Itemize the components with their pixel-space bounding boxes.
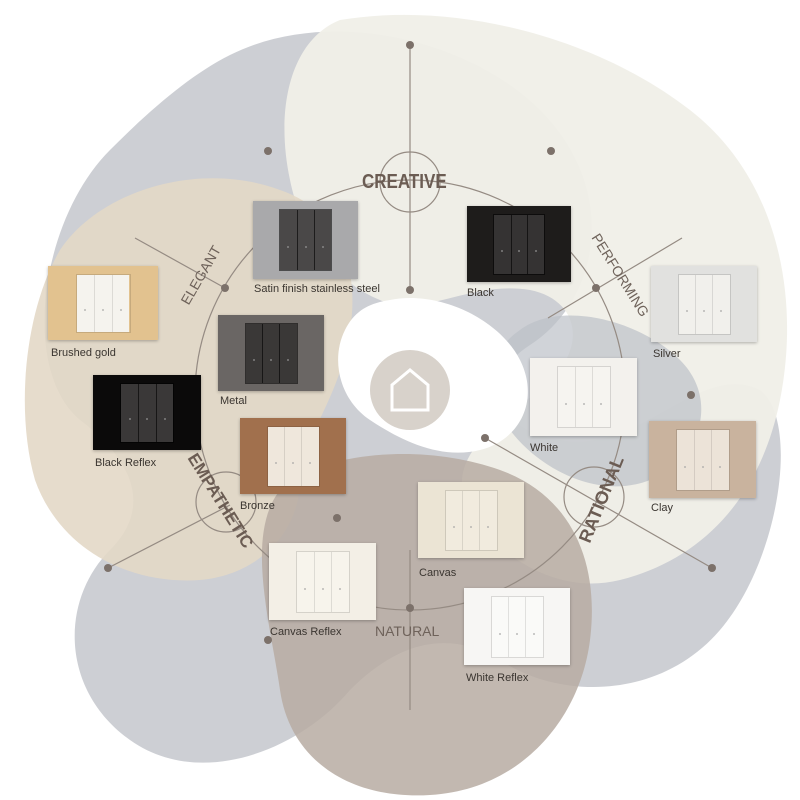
switch-rocker[interactable] [491,596,509,657]
switch-rocker[interactable] [693,429,712,490]
spoke-right [484,437,713,569]
switch-rocker[interactable] [712,274,730,334]
category-natural: NATURAL [375,623,440,639]
switch-rocker[interactable] [462,490,480,550]
switch-rocker[interactable] [525,596,543,657]
category-creative: CREATIVE [362,171,447,193]
finish-label: White [530,442,559,454]
switch-plate[interactable] [93,375,201,450]
switch-rocker[interactable] [445,490,463,550]
switch-rocker[interactable] [479,490,497,550]
switch-rocker[interactable] [121,383,139,442]
switch-plate[interactable] [48,266,158,340]
finish-label: Brushed gold [51,347,116,359]
switch-rocker[interactable] [245,323,263,383]
switch-rocker[interactable] [279,323,297,383]
finish-label: Black Reflex [95,457,157,469]
rocker-group [675,428,730,491]
badge-creative [379,151,441,213]
switch-plate[interactable] [530,358,637,436]
node-dots [104,41,716,644]
rocker-group [266,425,320,487]
switch-rocker[interactable] [527,214,545,274]
switch-rocker[interactable] [313,210,331,270]
rocker-group [120,382,174,443]
switch-plate[interactable] [253,201,358,279]
spoke-elegant [134,237,226,289]
switch-rocker[interactable] [138,383,156,442]
rocker-group [493,213,545,275]
rocker-group [279,209,332,271]
switch-rocker[interactable] [94,274,112,332]
finish-label: White Reflex [466,672,529,684]
switch-plate[interactable] [269,543,376,620]
rocker-group [295,550,350,613]
spoke-left [107,504,231,569]
switch-plate[interactable] [218,315,324,391]
switch-rocker[interactable] [284,426,302,486]
rocker-group [556,366,611,428]
house-icon [390,368,430,412]
finish-label: Metal [220,395,247,407]
switch-rocker[interactable] [301,426,319,486]
rocker-group [677,273,731,335]
switch-plate[interactable] [467,206,571,282]
center-circle [370,350,450,430]
switch-rocker[interactable] [510,214,528,274]
switch-rocker[interactable] [267,426,285,486]
switch-plate[interactable] [418,482,524,558]
switch-plate[interactable] [649,421,756,498]
switch-rocker[interactable] [711,429,729,490]
badge-rational [563,466,625,528]
finish-label: Black [467,287,494,299]
rocker-group [444,489,498,551]
switch-rocker[interactable] [574,367,593,427]
switch-plate[interactable] [651,266,757,342]
switch-rocker[interactable] [262,323,280,383]
rocker-group [490,595,544,658]
switch-rocker[interactable] [557,367,575,427]
switch-rocker[interactable] [313,551,332,612]
switch-rocker[interactable] [76,274,95,332]
switch-rocker[interactable] [111,274,130,332]
switch-rocker[interactable] [695,274,713,334]
switch-plate[interactable] [240,418,346,494]
rocker-group [75,273,131,333]
badge-empathetic [195,471,257,533]
finish-label: Satin finish stainless steel [254,283,380,295]
switch-rocker[interactable] [296,551,314,612]
finish-label: Canvas [419,567,457,579]
switch-rocker[interactable] [280,210,297,270]
switch-rocker[interactable] [155,383,173,442]
switch-rocker[interactable] [494,214,511,274]
switch-rocker[interactable] [678,274,696,334]
finish-label: Bronze [240,500,275,512]
switch-rocker[interactable] [592,367,610,427]
finish-label: Silver [653,348,681,360]
spoke-performing [547,237,683,319]
switch-rocker[interactable] [296,210,314,270]
switch-plate[interactable] [464,588,570,665]
finish-label: Clay [651,502,674,514]
switch-rocker[interactable] [508,596,526,657]
rocker-group [244,322,298,384]
switch-rocker[interactable] [676,429,694,490]
switch-rocker[interactable] [331,551,349,612]
finish-label: Canvas Reflex [270,626,342,638]
